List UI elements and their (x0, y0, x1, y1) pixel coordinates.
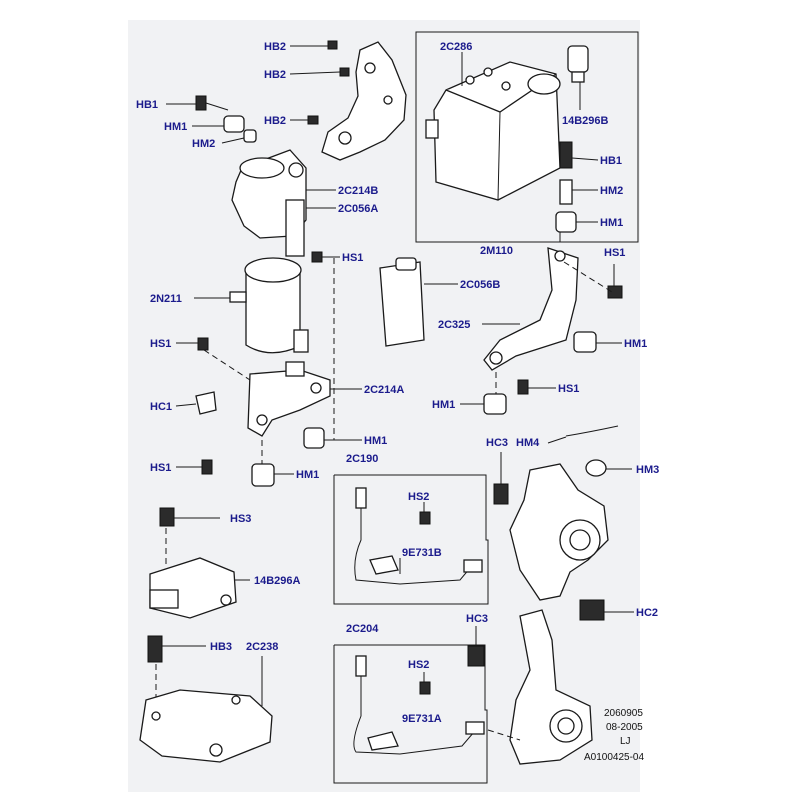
abs-module-2m110 (425, 61, 561, 201)
footer-ref: A0100425-04 (584, 752, 644, 763)
knuckle-front (509, 463, 609, 601)
cover-2c056a (231, 149, 307, 257)
callout-hs2-top: HS2 (408, 491, 429, 503)
callout-hb2-b: HB2 (264, 69, 286, 81)
callout-2n211: 2N211 (150, 293, 182, 305)
callout-hm3: HM3 (636, 464, 659, 476)
callout-2c204: 2C204 (346, 623, 379, 635)
spacer-hm2-left (243, 129, 257, 143)
callout-9e731b: 9E731B (402, 547, 442, 559)
callout-hb1-left: HB1 (136, 99, 158, 111)
sensor-14b296b (567, 45, 589, 83)
sensor-box-front (333, 474, 489, 605)
sensor-box-rear (333, 644, 488, 784)
callout-hs1-right-low: HS1 (558, 383, 579, 395)
bracket-2c325 (483, 247, 579, 371)
footer-date: 08-2005 (606, 722, 643, 733)
callout-hm4: HM4 (516, 437, 540, 449)
footer-initials: LJ (620, 736, 631, 747)
callout-hc2: HC2 (636, 607, 658, 619)
isolator-hm1-lower (251, 463, 275, 487)
isolator-hm1-center (303, 427, 325, 449)
callout-hm1-right-top: HM1 (600, 217, 623, 229)
callout-hc3-top: HC3 (486, 437, 508, 449)
callout-14b296b: 14B296B (562, 115, 609, 127)
callout-hb2-a: HB2 (264, 41, 286, 53)
bolt-hb1-left (195, 95, 229, 111)
footer-code: 2060905 (604, 708, 643, 719)
mount-hm1-left (223, 115, 245, 133)
callout-hc1: HC1 (150, 401, 172, 413)
bracket-2c214b (321, 41, 407, 161)
callout-hs1-left: HS1 (150, 338, 171, 350)
knuckle-rear (509, 609, 593, 765)
callout-2c286: 2C286 (440, 41, 472, 53)
callout-9e731a: 9E731A (402, 713, 442, 725)
abs-module-box (415, 31, 639, 243)
callout-hs1-lower-left: HS1 (150, 462, 171, 474)
sensor-14b296a (149, 557, 237, 619)
callout-2c214a: 2C214A (364, 384, 404, 396)
callout-2c190: 2C190 (346, 453, 378, 465)
callout-2m110: 2M110 (480, 245, 513, 257)
callout-hm1-lower: HM1 (296, 469, 319, 481)
callout-hm1-left: HM1 (164, 121, 187, 133)
bolts-hb2 (307, 40, 350, 125)
callout-hb1-right: HB1 (600, 155, 622, 167)
callout-hm2-right: HM2 (600, 185, 623, 197)
module-2c056b (379, 257, 425, 347)
callout-14b296a: 14B296A (254, 575, 301, 587)
callout-hc3-bottom: HC3 (466, 613, 488, 625)
plate-2c238 (139, 689, 273, 763)
callout-hm1-right-low: HM1 (432, 399, 455, 411)
callout-2c056b: 2C056B (460, 279, 500, 291)
callout-2c238: 2C238 (246, 641, 278, 653)
callout-hm1-right-mid: HM1 (624, 338, 647, 350)
bracket-2c214a (247, 361, 331, 437)
callout-2c056a: 2C056A (338, 203, 378, 215)
callout-hs1-right-top: HS1 (604, 247, 625, 259)
callout-2c214b: 2C214B (338, 185, 378, 197)
callout-hm2-left: HM2 (192, 138, 215, 150)
pump-2n211 (229, 257, 309, 354)
callout-hs2-bottom: HS2 (408, 659, 429, 671)
clip-hc1 (195, 391, 217, 415)
callout-hm1-center: HM1 (364, 435, 387, 447)
callout-hb2-c: HB2 (264, 115, 286, 127)
callout-hb3: HB3 (210, 641, 232, 653)
callout-hs3: HS3 (230, 513, 251, 525)
callout-2c325: 2C325 (438, 319, 470, 331)
callout-hs1-mid: HS1 (342, 252, 363, 264)
